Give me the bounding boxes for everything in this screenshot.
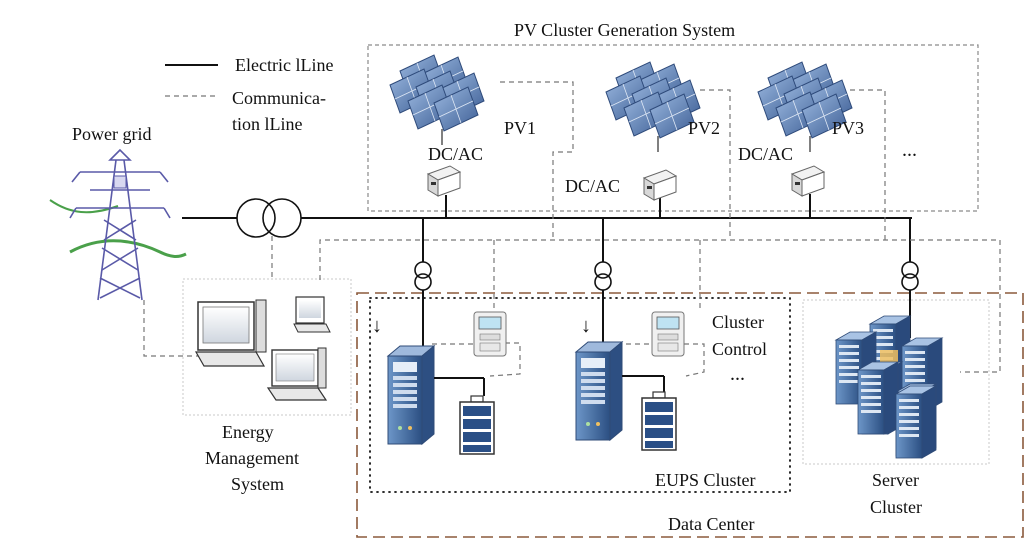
server-cluster-label-2: Cluster — [870, 497, 922, 517]
cluster-control-label-1: Cluster — [712, 312, 764, 332]
data-center-frame — [356, 292, 1024, 538]
legend-communication-label-1: Communica- — [232, 88, 326, 108]
energy-management-frame — [182, 278, 352, 416]
pv2-label: PV2 — [688, 118, 720, 138]
server-cluster-icon — [835, 315, 943, 459]
legend: Electric lLine Communica- tion lLine — [165, 55, 333, 134]
pv1-label: PV1 — [504, 118, 536, 138]
cluster-control-ellipsis: ... — [730, 363, 745, 385]
inverter-2-icon — [643, 169, 677, 201]
pv3-label: PV3 — [832, 118, 864, 138]
inverter-3-label: DC/AC — [738, 144, 793, 164]
power-tower-icon — [49, 148, 187, 301]
server-cluster-frame — [802, 299, 990, 465]
inverter-1-icon — [427, 165, 461, 197]
data-center-label: Data Center — [668, 514, 754, 534]
meter-2-icon — [651, 311, 685, 357]
battery-2-icon — [641, 391, 677, 451]
transformer-3-icon — [901, 261, 919, 291]
pv-cluster-frame — [367, 44, 979, 212]
ems-label-line3: System — [231, 474, 284, 494]
flow-arrow-2-icon: ↓ — [581, 315, 591, 337]
inverter-1-label: DC/AC — [428, 144, 483, 164]
inverter-2-label: DC/AC — [565, 176, 620, 196]
meter-1-icon — [473, 311, 507, 357]
ems-label-line2: Management — [205, 448, 299, 468]
server-cluster-label-1: Server — [872, 470, 919, 490]
ems-label-line1: Energy — [222, 422, 274, 442]
cluster-control-label-2: Control — [712, 339, 767, 359]
transformer-2-icon — [594, 261, 612, 291]
main-bus — [182, 194, 912, 264]
ems-computers-icon — [194, 296, 331, 401]
pv2-array-icon — [606, 62, 700, 152]
eups-cluster-frame — [369, 297, 791, 493]
eups-cluster-label: EUPS Cluster — [655, 470, 756, 490]
inverter-3-icon — [791, 165, 825, 197]
eups-cabinet-1-icon — [387, 345, 435, 445]
legend-communication-label-2: tion lLine — [232, 114, 303, 134]
pv-more-ellipsis: ... — [902, 139, 917, 161]
legend-electric-label: Electric lLine — [235, 55, 333, 75]
battery-1-icon — [459, 395, 495, 455]
eups-cabinet-2-icon — [575, 341, 623, 441]
communication-lines — [143, 81, 1001, 377]
pv1-array-icon — [390, 55, 484, 145]
pv3-array-icon — [758, 62, 852, 152]
flow-arrow-1-icon: ↓ — [372, 315, 382, 337]
transformer-1-icon — [414, 261, 432, 291]
power-grid-label: Power grid — [72, 124, 152, 144]
pv-cluster-title: PV Cluster Generation System — [514, 20, 735, 40]
